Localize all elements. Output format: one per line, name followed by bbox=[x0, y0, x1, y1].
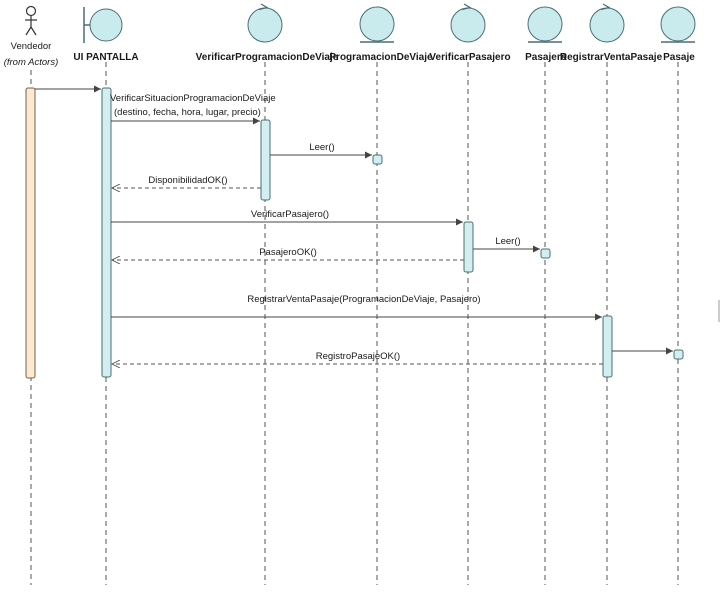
activation-registrar-venta-pasaje bbox=[602, 315, 613, 378]
actor-vendedor-note: (from Actors) bbox=[4, 57, 59, 68]
entity-icon bbox=[660, 6, 696, 43]
activation-ui-pantalla bbox=[101, 87, 112, 378]
entity-icon bbox=[527, 6, 563, 43]
activation-vendedor bbox=[25, 87, 36, 379]
participant-name: Pasajero bbox=[525, 52, 567, 63]
message-label: PasajeroOK() bbox=[259, 247, 317, 258]
participant-name: RegistrarVentaPasaje bbox=[560, 52, 663, 63]
message-label-params: (destino, fecha, hora, lugar, precio) bbox=[114, 107, 261, 118]
entity-pasajero[interactable]: Pasajero bbox=[525, 6, 567, 63]
message-label: VerificarSituacionProgramacionDeViaje bbox=[110, 93, 276, 104]
boundary-icon bbox=[83, 7, 123, 43]
entity-icon bbox=[359, 6, 395, 43]
participant-name: UI PANTALLA bbox=[73, 52, 138, 63]
message-label: Leer() bbox=[495, 236, 520, 247]
control-verificar-pasajero[interactable]: VerificarPasajero bbox=[429, 3, 511, 63]
message-verificar-situacion: VerificarSituacionProgramacionDeViaje (d… bbox=[110, 93, 276, 125]
control-verificar-programacion[interactable]: VerificarProgramacionDeViaje bbox=[196, 3, 339, 63]
return-registro-pasaje-ok: RegistroPasajeOK() bbox=[112, 351, 603, 364]
message-label: RegistroPasajeOK() bbox=[316, 351, 400, 362]
actor-icon bbox=[25, 5, 37, 36]
activation-verificar-pasajero bbox=[463, 221, 474, 273]
control-icon bbox=[589, 3, 625, 43]
message-label: VerificarPasajero() bbox=[251, 209, 329, 220]
message-label: Leer() bbox=[309, 142, 334, 153]
message-leer-programacion: Leer() bbox=[270, 142, 372, 159]
control-icon bbox=[450, 3, 486, 43]
return-pasajero-ok: PasajeroOK() bbox=[112, 247, 464, 260]
participant-name: Pasaje bbox=[663, 52, 695, 63]
message-label: DisponibilidadOK() bbox=[148, 175, 227, 186]
actor-vendedor-name: Vendedor bbox=[11, 41, 52, 52]
message-registrar-venta: RegistrarVentaPasaje(ProgramacionDeViaje… bbox=[111, 294, 602, 321]
activation-pasaje bbox=[673, 349, 684, 360]
participant-name: VerificarPasajero bbox=[429, 52, 510, 63]
message-verificar-pasajero: VerificarPasajero() bbox=[111, 209, 463, 226]
activation-verificar-programacion bbox=[260, 119, 271, 201]
message-leer-pasajero: Leer() bbox=[473, 236, 540, 253]
entity-programacion-de-viaje[interactable]: ProgramacionDeViaje bbox=[329, 6, 433, 63]
control-icon bbox=[247, 3, 283, 43]
control-registrar-venta-pasaje[interactable]: RegistrarVentaPasaje bbox=[560, 3, 663, 63]
return-disponibilidad-ok: DisponibilidadOK() bbox=[112, 175, 261, 188]
boundary-ui-pantalla[interactable]: UI PANTALLA bbox=[73, 7, 139, 63]
participant-name: VerificarProgramacionDeViaje bbox=[196, 52, 339, 63]
message-label: RegistrarVentaPasaje(ProgramacionDeViaje… bbox=[247, 294, 480, 305]
activation-programacion-de-viaje bbox=[372, 154, 383, 165]
participant-name: ProgramacionDeViaje bbox=[329, 52, 433, 63]
activation-pasajero bbox=[540, 248, 551, 259]
actor-vendedor[interactable]: Vendedor (from Actors) bbox=[4, 5, 59, 69]
entity-pasaje[interactable]: Pasaje bbox=[660, 6, 696, 63]
